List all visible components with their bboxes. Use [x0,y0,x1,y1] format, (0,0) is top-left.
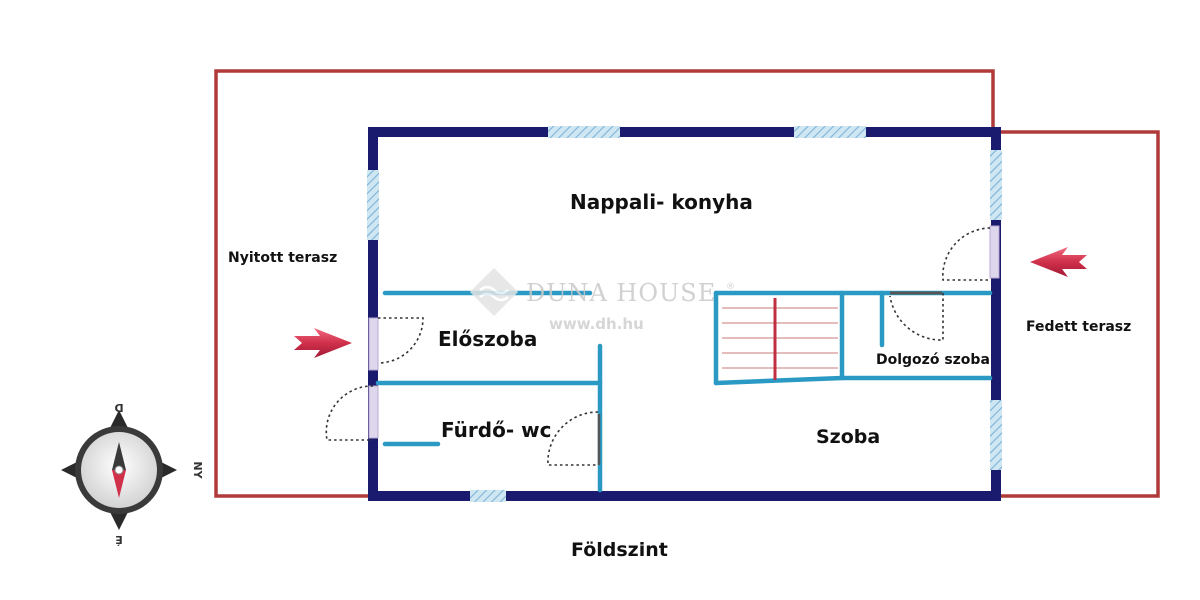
watermark-logo-icon [469,267,519,317]
window [990,150,1002,220]
windows [367,126,1002,502]
watermark: DUNA HOUSE ® www.dh.hu [469,267,735,333]
entrance-door-swing [377,317,424,364]
room-label-room: Szoba [816,426,880,448]
window [470,490,506,502]
watermark-url: www.dh.hu [549,315,644,333]
covered-terrace-outline [997,130,1160,498]
window [990,400,1002,470]
label-open-terrace: Nyitott terasz [228,250,337,266]
room-label-study: Dolgozó szoba [876,352,990,368]
wc-door-swing [547,411,599,466]
room-label-hallway: Előszoba [438,327,537,351]
compass-label-north: É [115,533,123,546]
study-door-swing [889,293,944,341]
bathroom-door-swing [325,385,374,441]
inner-walls [375,290,993,493]
label-covered-terrace: Fedett terasz [1026,319,1131,335]
compass-icon [61,410,177,530]
open-terrace-outline [214,69,995,498]
room-label-bathroom: Fürdő- wc [441,418,551,442]
window [367,170,379,240]
compass-label-west: NY [191,461,204,479]
door-swings [325,227,991,466]
watermark-brand: DUNA HOUSE [526,279,716,307]
staircase [722,298,838,380]
terrace-door-panel [989,225,1000,279]
window [794,126,866,138]
level-label: Földszint [571,539,668,561]
entrance-arrow-icon [294,328,352,358]
entrance-door-panel [368,317,379,371]
bathroom-door-panel [368,385,379,439]
terrace-entrance-arrow-icon [1030,247,1087,277]
compass-label-south: D [114,401,123,414]
terrace-door-swing [942,227,991,281]
watermark-registered-icon: ® [726,282,735,292]
room-label-living-kitchen: Nappali- konyha [570,190,753,214]
window [548,126,620,138]
